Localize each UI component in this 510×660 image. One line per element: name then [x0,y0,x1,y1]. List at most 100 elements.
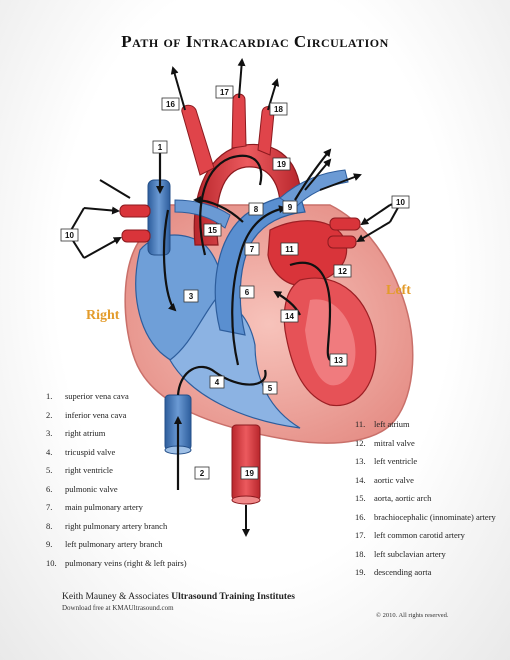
svg-text:19: 19 [245,469,254,478]
svg-text:9: 9 [288,203,293,212]
arrow-brachiocephalic [170,66,186,111]
svg-text:15: 15 [208,226,217,235]
legend-item: 19.descending aorta [355,567,432,577]
blood-flow-paths [156,148,332,490]
flow-tricuspid [176,365,267,396]
legend-item: 5.right ventricle [46,465,113,475]
flow-right-atrium [162,209,177,312]
flow-aortic-valve [273,290,301,316]
flow-pulmonary-right [193,196,244,223]
pulmonary-branch-right-shape [174,199,231,229]
marker-5: 5 [262,381,278,395]
main-pulmonary-artery-shape [214,194,306,336]
arrow-right-pulm-out [99,179,131,199]
svg-text:3: 3 [189,292,194,301]
descending-aorta [231,424,261,501]
svg-text:11: 11 [285,245,294,254]
legend-item: 16.brachiocephalic (innominate) artery [355,511,496,522]
marker-9: 9 [282,200,298,214]
legend-item: 3.right atrium [46,428,106,438]
legend-item: 11.left atrium [355,419,410,429]
marker-12: 12 [333,264,352,278]
descending-aorta-opening [231,495,261,505]
footer-brand: Keith Mauney & Associates Ultrasound Tra… [62,592,295,602]
pulmonary-vein-right-upper [119,204,151,218]
arrow-carotid [237,58,246,99]
legend-item: 18.left subclavian artery [355,548,446,559]
marker-6: 6 [239,285,255,299]
outflow-arrows [99,58,362,537]
marker-2: 2 [194,466,210,480]
svg-text:19: 19 [277,160,286,169]
flow-pulmonary [231,205,287,366]
svg-text:1: 1 [158,143,163,152]
footer-copyright: © 2010. All rights reserved. [376,612,449,619]
marker-13: 13 [329,353,348,367]
left-common-carotid-shape [231,93,247,149]
legend-item: 13.left ventricle [355,456,418,466]
marker-19-descending: 19 [240,466,259,480]
legend-item: 2.inferior vena cava [46,409,127,420]
svg-text:13: 13 [334,356,343,365]
svg-text:5: 5 [268,384,273,393]
legend-item: 14.aortic valve [355,474,414,485]
marker-4: 4 [209,375,225,389]
marker-3: 3 [183,289,199,303]
marker-11: 11 [280,242,299,256]
pulmonary-vein-right-lower [121,229,151,243]
footer-brand-plain: Keith Mauney & Associates [62,592,169,602]
marker-18: 18 [269,102,288,116]
flow-aorta [199,154,263,256]
marker-16: 16 [161,97,180,111]
legend-left: 1.superior vena cava 2.inferior vena cav… [46,387,187,572]
legend-item: 17.left common carotid artery [355,530,465,540]
marker-7: 7 [244,242,260,256]
svg-text:12: 12 [338,267,347,276]
svg-text:10: 10 [396,198,405,207]
marker-10-left: 10 [391,195,410,209]
legend-item: 6.pulmonic valve [46,483,118,494]
marker-17: 17 [215,85,234,99]
legend-item: 15.aorta, aortic arch [355,493,432,503]
flow-pulmonary-left [294,148,332,201]
legend-item: 8.right pulmonary artery branch [46,520,168,531]
arrow-pv-left-upper [360,204,391,226]
arrow-left-pulm-out-2 [319,173,362,191]
svg-text:14: 14 [285,312,294,321]
brachiocephalic-artery-shape [181,104,215,176]
legend-item: 9.left pulmonary artery branch [46,539,163,549]
svg-text:4: 4 [215,378,220,387]
svg-text:7: 7 [250,245,255,254]
svg-text:18: 18 [274,105,283,114]
marker-14: 14 [280,309,299,323]
right-side-label: Right [86,308,120,323]
marker-8: 8 [248,202,264,216]
marker-1: 1 [152,140,168,154]
arrow-pv-left-lower [356,221,391,243]
marker-10-right: 10 [60,228,79,242]
marker-19-arch: 19 [272,157,291,171]
svg-text:16: 16 [166,100,175,109]
pulmonary-vein-left-upper [329,217,361,231]
legend-item: 7.main pulmonary artery [46,502,143,512]
arrow-subclavian [267,78,280,111]
legend-item: 4.tricuspid valve [46,446,116,457]
pv-right-bracket-1 [69,207,85,233]
left-side-label: Left [386,283,411,298]
page-title: Path of Intracardiac Circulation [121,32,389,51]
svg-text:6: 6 [245,288,250,297]
svg-text:10: 10 [65,231,74,240]
arrow-left-pulm-out [304,158,332,191]
right-ventricle-shape [169,299,301,429]
footer-brand-bold: Ultrasound Training Institutes [171,592,295,602]
legend-right: 11.left atrium 12.mitral valve 13.left v… [355,415,496,582]
footer-download: Download free at KMAUltrasound.com [62,604,174,612]
svg-text:8: 8 [254,205,259,214]
flow-lv [289,261,332,361]
arrow-pv-right-upper [83,206,120,215]
svg-text:2: 2 [200,469,205,478]
legend-item: 1.superior vena cava [46,391,129,401]
legend-item: 10.pulmonary veins (right & left pairs) [46,557,187,568]
svg-text:17: 17 [220,88,229,97]
